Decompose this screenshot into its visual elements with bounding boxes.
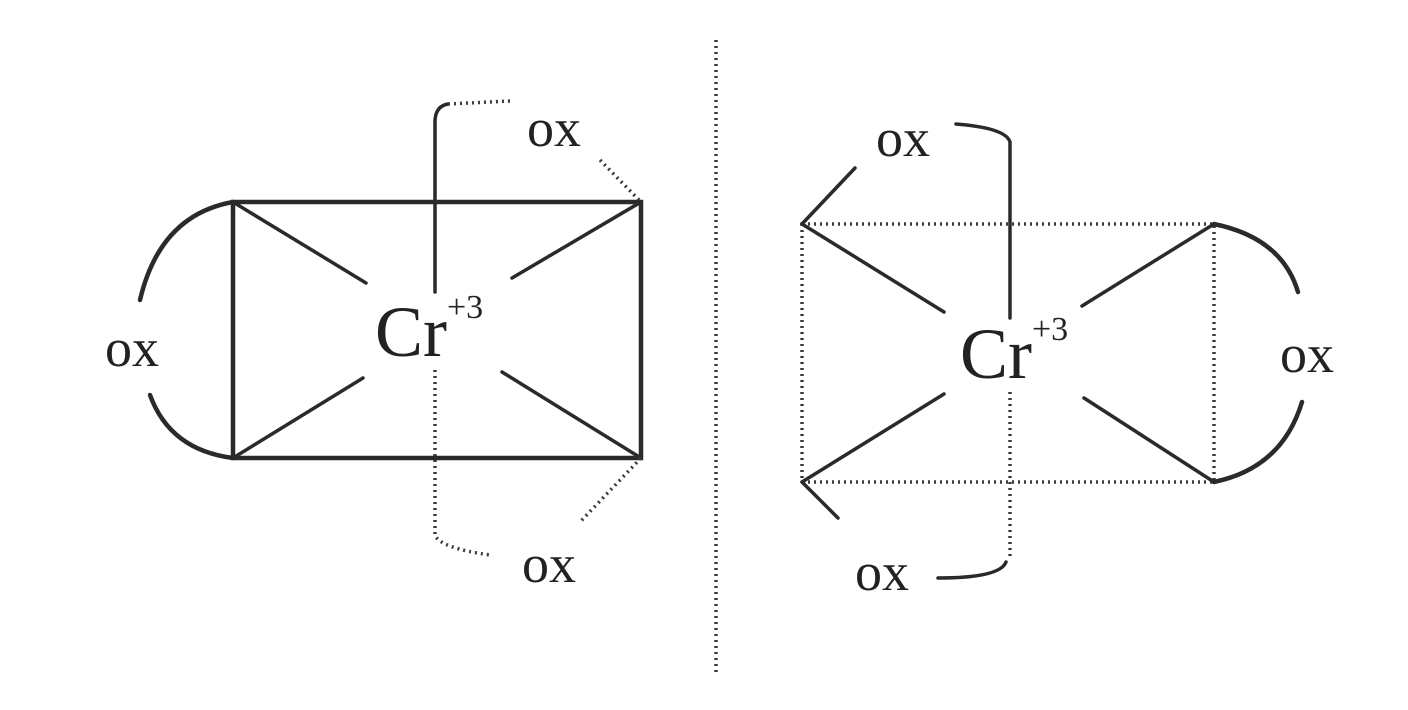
right-ligand-bottom-label: ox bbox=[855, 542, 909, 602]
right-bond-top-left bbox=[800, 222, 946, 314]
right-ox-right-arc-top bbox=[1211, 221, 1301, 295]
left-ox-top-bridge-b bbox=[598, 158, 643, 204]
right-ox-bottom-curve bbox=[936, 560, 1008, 580]
left-bond-bottom-left bbox=[231, 376, 365, 460]
right-bond-top-right bbox=[1080, 222, 1216, 308]
left-bond-bottom-right bbox=[500, 370, 643, 460]
right-ligand-top-label: ox bbox=[876, 108, 930, 168]
right-ligand-right-label: ox bbox=[1280, 324, 1334, 384]
left-ox-top-bridge-a bbox=[447, 99, 511, 106]
left-ox-bottom-bridge bbox=[578, 456, 643, 524]
right-axial-bond-top bbox=[954, 122, 1012, 320]
left-axial-bond-top bbox=[433, 102, 450, 294]
right-ox-top-connector bbox=[800, 166, 857, 226]
left-ligand-top-label: ox bbox=[527, 98, 581, 158]
left-square-plane bbox=[230, 199, 644, 461]
right-square-plane bbox=[800, 222, 1216, 484]
left-axial-bond-bottom bbox=[433, 370, 491, 557]
left-ox-left-arc-top bbox=[137, 199, 236, 303]
right-metal-charge: +3 bbox=[1032, 311, 1068, 348]
right-isomer: ox ox ox Cr +3 bbox=[800, 108, 1334, 602]
left-isomer: ox ox ox Cr +3 bbox=[105, 98, 644, 594]
left-ligand-bottom-label: ox bbox=[522, 534, 576, 594]
left-ligand-left-label: ox bbox=[105, 318, 159, 378]
right-ox-bottom-connector bbox=[800, 480, 840, 520]
left-metal-label: Cr bbox=[375, 292, 447, 372]
left-metal-charge: +3 bbox=[447, 289, 483, 326]
right-bond-bottom-left bbox=[800, 392, 946, 484]
left-ox-left-arc-bottom bbox=[147, 392, 236, 461]
left-bond-top-left bbox=[231, 200, 368, 285]
right-metal-label: Cr bbox=[960, 314, 1032, 394]
right-bond-bottom-right bbox=[1082, 396, 1216, 484]
left-bond-top-right bbox=[510, 200, 643, 280]
right-ox-right-arc-bottom bbox=[1211, 399, 1305, 485]
